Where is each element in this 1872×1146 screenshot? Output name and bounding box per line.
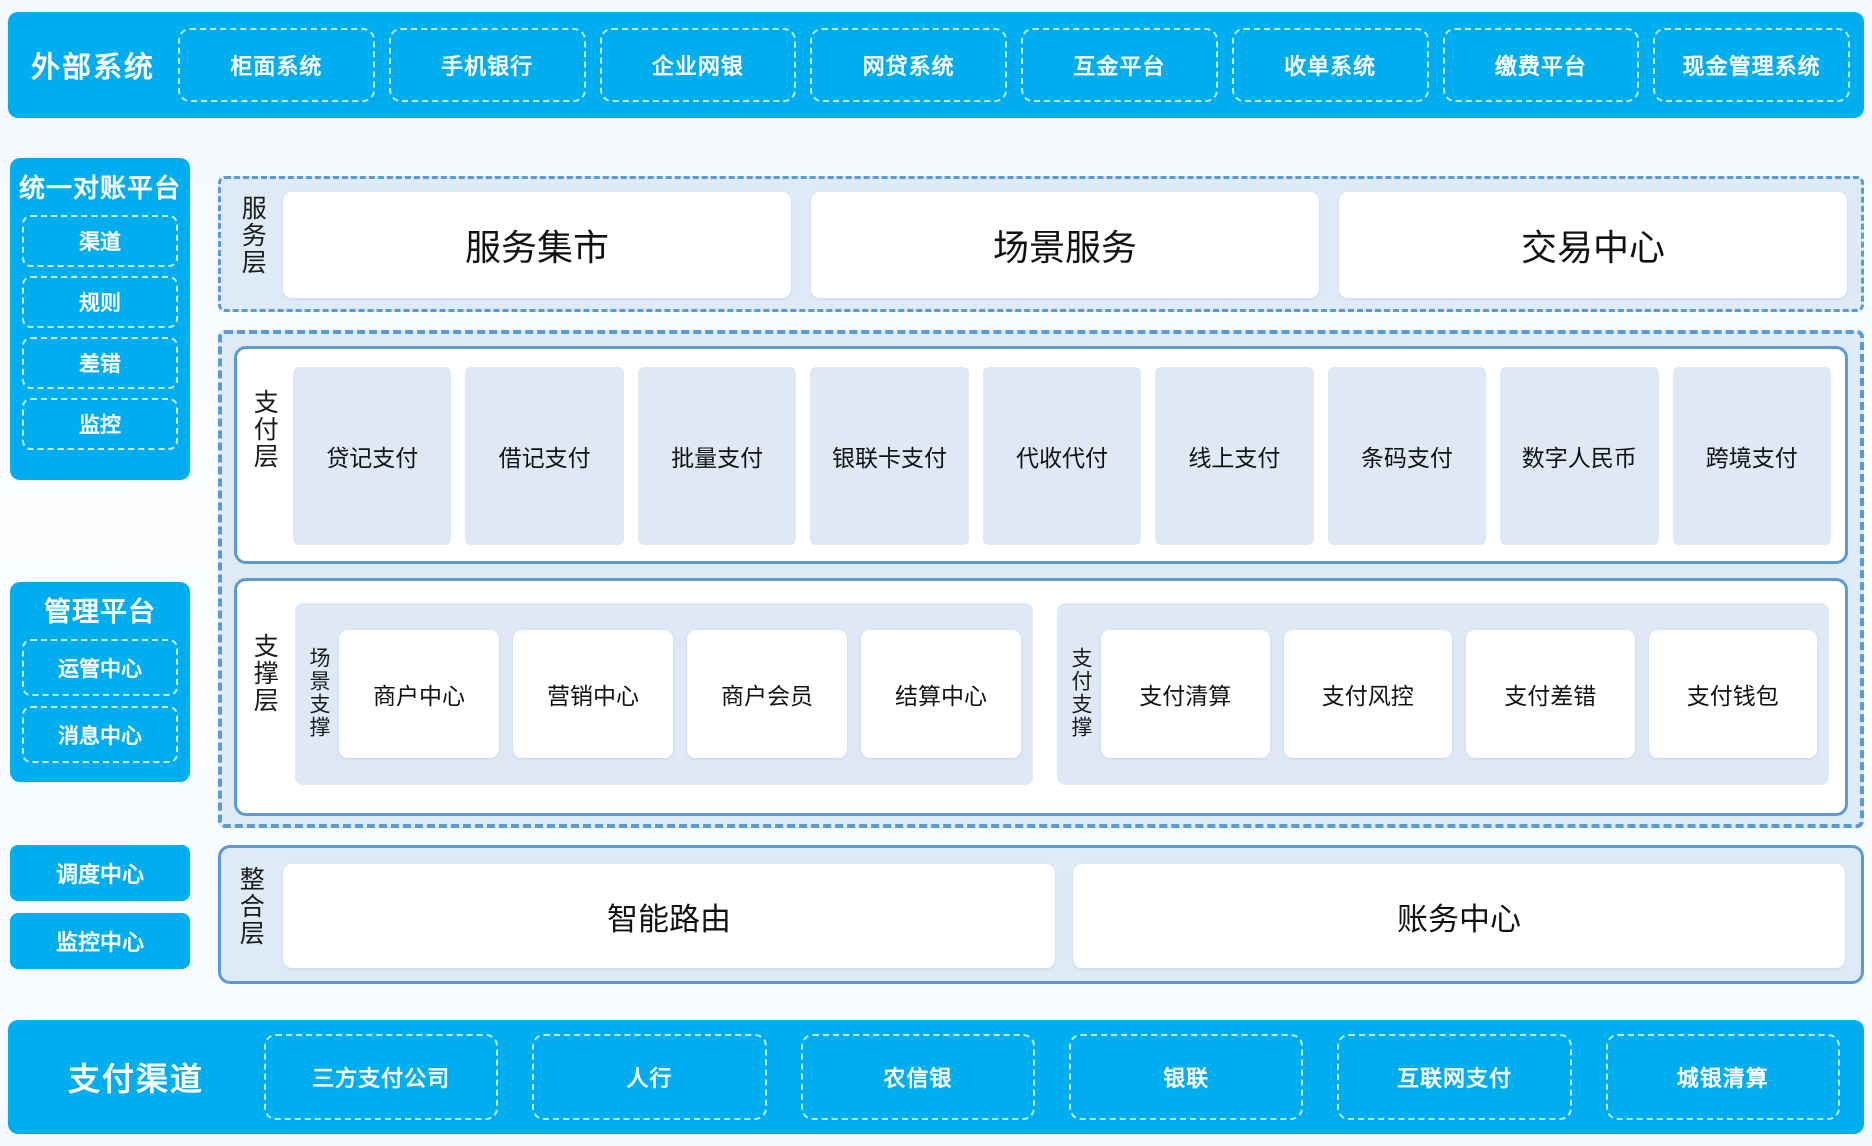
payment-support-label: 支付支撑 [1069, 646, 1093, 739]
sidebar-item-operations-center[interactable]: 运管中心 [22, 639, 178, 696]
support-card[interactable]: 支付钱包 [1648, 630, 1817, 758]
payment-layer-container: 支付层 贷记支付 借记支付 批量支付 银联卡支付 代收代付 线上支付 条码支付 … [234, 346, 1848, 564]
reconciliation-platform-title: 统一对账平台 [18, 173, 181, 203]
support-card[interactable]: 支付差错 [1466, 630, 1635, 758]
core-platform-container: 支付层 贷记支付 借记支付 批量支付 银联卡支付 代收代付 线上支付 条码支付 … [218, 330, 1864, 828]
sidebar-item-monitor[interactable]: 监控 [22, 398, 178, 450]
service-layer-container: 服务层 服务集市 场景服务 交易中心 [218, 176, 1864, 312]
service-layer-card[interactable]: 场景服务 [811, 192, 1319, 298]
external-systems-bar: 外部系统 柜面系统 手机银行 企业网银 网贷系统 互金平台 收单系统 缴费平台 … [8, 12, 1864, 118]
sidebar-item-monitoring-center[interactable]: 监控中心 [10, 913, 190, 969]
sidebar-item-error[interactable]: 差错 [22, 337, 178, 389]
service-layer-label: 服务层 [238, 195, 267, 276]
payment-layer-card[interactable]: 批量支付 [637, 367, 797, 545]
external-systems-title: 外部系统 [30, 52, 155, 84]
external-system-item[interactable]: 缴费平台 [1442, 28, 1640, 102]
payment-layer-card[interactable]: 代收代付 [982, 367, 1142, 545]
payment-layer-card[interactable]: 借记支付 [465, 367, 624, 545]
payment-channel-item[interactable]: 城银清算 [1605, 1034, 1840, 1120]
integration-layer-container: 整合层 智能路由 账务中心 [218, 845, 1864, 984]
payment-channel-item[interactable]: 三方支付公司 [264, 1034, 499, 1120]
service-layer-card[interactable]: 交易中心 [1339, 192, 1847, 298]
payment-channel-item[interactable]: 银联 [1068, 1034, 1304, 1120]
payment-channel-item[interactable]: 农信银 [800, 1034, 1035, 1120]
sidebar-item-rule[interactable]: 规则 [22, 276, 178, 328]
payment-layer-card[interactable]: 条码支付 [1327, 367, 1487, 545]
payment-layer-card[interactable]: 数字人民币 [1500, 367, 1659, 545]
support-card[interactable]: 商户会员 [687, 630, 847, 758]
sidebar-item-channel[interactable]: 渠道 [22, 215, 178, 267]
payment-layer-card[interactable]: 贷记支付 [293, 367, 452, 545]
support-card[interactable]: 支付风控 [1283, 630, 1453, 758]
integration-layer-label: 整合层 [236, 866, 265, 947]
service-layer-card[interactable]: 服务集市 [283, 192, 791, 298]
support-layer-container: 支撑层 场景支撑 商户中心 营销中心 商户会员 结算中心 支付支撑 支付清算 支… [234, 578, 1848, 816]
sidebar-panel-management: 管理平台 运管中心 消息中心 [10, 582, 190, 782]
support-card[interactable]: 支付清算 [1101, 630, 1270, 758]
payment-layer-card[interactable]: 银联卡支付 [810, 367, 969, 545]
external-system-item[interactable]: 收单系统 [1231, 28, 1429, 102]
payment-layer-card[interactable]: 跨境支付 [1672, 367, 1831, 545]
support-card[interactable]: 结算中心 [861, 630, 1021, 758]
sidebar-item-message-center[interactable]: 消息中心 [22, 706, 178, 763]
sidebar-panel-reconciliation: 统一对账平台 渠道 规则 差错 监控 [10, 158, 190, 480]
external-system-item[interactable]: 互金平台 [1021, 28, 1218, 102]
support-layer-label: 支撑层 [250, 633, 279, 714]
scene-support-group: 场景支撑 商户中心 营销中心 商户会员 结算中心 [295, 603, 1033, 785]
integration-layer-card[interactable]: 智能路由 [283, 864, 1055, 968]
payment-support-group: 支付支撑 支付清算 支付风控 支付差错 支付钱包 [1057, 603, 1829, 785]
support-card[interactable]: 营销中心 [513, 630, 674, 758]
external-system-item[interactable]: 手机银行 [388, 28, 586, 102]
support-card[interactable]: 商户中心 [339, 630, 500, 758]
external-system-item[interactable]: 网贷系统 [810, 28, 1007, 102]
scene-support-label: 场景支撑 [307, 646, 331, 739]
external-system-item[interactable]: 企业网银 [599, 28, 797, 102]
payment-layer-card[interactable]: 线上支付 [1155, 367, 1314, 545]
management-platform-title: 管理平台 [44, 597, 156, 627]
payment-channels-title: 支付渠道 [67, 1061, 204, 1097]
payment-channels-bar: 支付渠道 三方支付公司 人行 农信银 银联 互联网支付 城银清算 [8, 1020, 1864, 1134]
external-system-item[interactable]: 柜面系统 [178, 28, 375, 102]
external-system-item[interactable]: 现金管理系统 [1653, 28, 1850, 102]
sidebar-item-scheduling-center[interactable]: 调度中心 [10, 845, 190, 901]
integration-layer-card[interactable]: 账务中心 [1073, 864, 1845, 968]
payment-channel-item[interactable]: 互联网支付 [1337, 1034, 1572, 1120]
payment-channel-item[interactable]: 人行 [532, 1034, 767, 1120]
payment-layer-label: 支付层 [250, 389, 279, 470]
